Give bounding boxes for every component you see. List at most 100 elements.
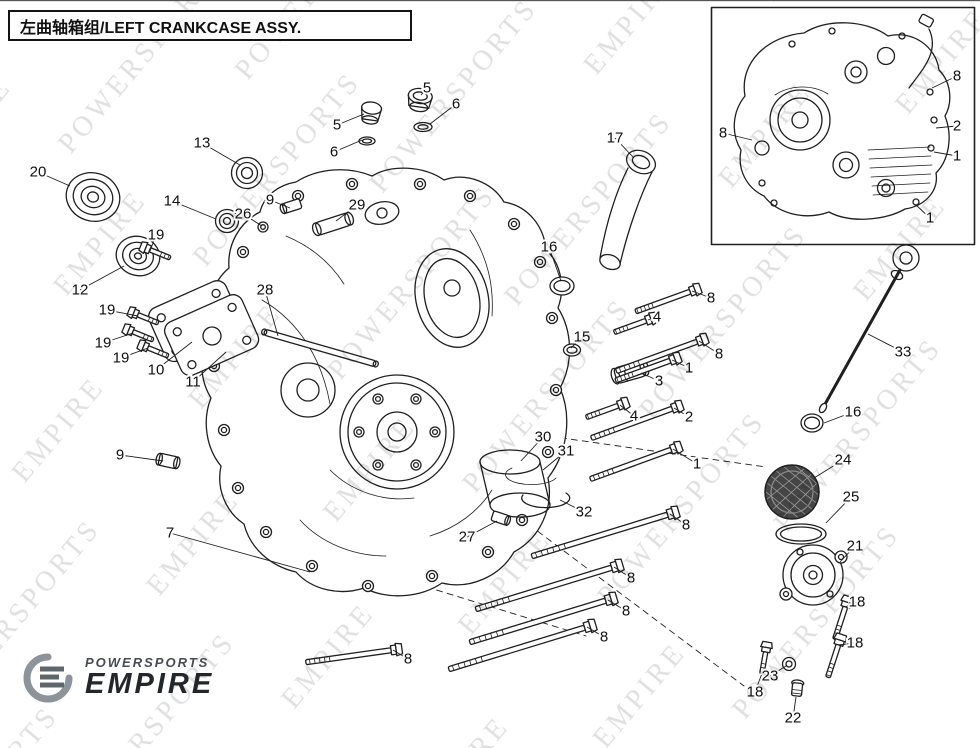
- watermark-text: EMPIRE: [578, 0, 683, 81]
- part-number-callout: 8: [707, 290, 715, 307]
- callout-leader-line: [548, 246, 562, 282]
- callout-leader-line: [935, 125, 958, 129]
- callout-leader-line: [792, 696, 797, 719]
- part-number-callout: 20: [30, 164, 47, 181]
- callout-leader-line: [192, 351, 227, 383]
- part-number-callout: 8: [622, 603, 630, 620]
- part-number-callout: 32: [576, 504, 593, 521]
- bolt-8: [632, 281, 704, 319]
- crank-bore-bolt-holes: [353, 393, 441, 471]
- part-number-callout: 30: [535, 429, 552, 446]
- part-number-callout: 18: [847, 635, 864, 652]
- washer-6-right: [413, 121, 433, 133]
- callout-leader-line: [420, 87, 428, 96]
- callout-leader-line: [647, 316, 658, 321]
- plug-5-right: [407, 87, 433, 113]
- callout-leader-line: [825, 496, 852, 524]
- part-number-callout: 4: [653, 309, 661, 326]
- part-number-callout: 6: [330, 144, 338, 161]
- callout-leader-line: [754, 667, 765, 693]
- part-number-callout: 3: [655, 373, 663, 390]
- part-number-callout: 2: [953, 118, 961, 135]
- callout-leader-line: [813, 459, 844, 479]
- callout-leader-line: [201, 142, 241, 166]
- callout-leader-line: [106, 309, 139, 317]
- drain-plug-22: [790, 679, 805, 697]
- brand-name-bottom: EMPIRE: [85, 668, 215, 701]
- nut-26: [257, 221, 269, 233]
- callout-leader-line: [79, 265, 125, 291]
- callout-leader-line: [37, 171, 71, 187]
- callout-leader-line: [171, 200, 217, 220]
- callout-leader-line: [119, 454, 164, 462]
- part-number-callout: 22: [785, 710, 802, 727]
- part-number-callout: 19: [113, 350, 130, 367]
- part-number-callout: 11: [185, 374, 201, 391]
- watermark-text: EMPIRE: [587, 637, 692, 748]
- callout-leader-line: [169, 532, 311, 573]
- part-number-callout: 8: [404, 651, 412, 668]
- callout-leader-line: [673, 407, 690, 418]
- brand-logo: POWERSPORTS EMPIRE: [20, 650, 214, 704]
- part-number-callout: 15: [574, 329, 591, 346]
- part-number-callout: 25: [843, 489, 860, 506]
- bushing-9-lower: [155, 452, 181, 470]
- part-number-callout: 5: [333, 117, 341, 134]
- callout-leader-line: [837, 642, 856, 646]
- part-number-callout: 6: [452, 96, 460, 113]
- part-number-callout: 24: [835, 452, 852, 469]
- watermark-text: POWERSPORTS: [0, 700, 65, 748]
- callout-leader-line: [931, 75, 958, 89]
- part-number-callout: 26: [235, 206, 252, 223]
- bearing-13: [230, 156, 264, 190]
- filter-screen-24: [764, 464, 820, 520]
- part-number-callout: 16: [541, 239, 558, 256]
- watermark-text: EMPIRE: [411, 711, 516, 748]
- part-number-callout: 33: [895, 344, 912, 361]
- wiring-connector: [908, 13, 935, 89]
- stud-28: [261, 328, 379, 368]
- part-number-callout: 28: [257, 282, 274, 299]
- part-number-callout: 18: [849, 594, 866, 611]
- part-number-callout: 12: [72, 282, 89, 299]
- filter-cap-21: [779, 544, 848, 606]
- bolt-4: [583, 395, 632, 424]
- callout-leader-line: [769, 665, 787, 677]
- part-number-callout: 8: [715, 346, 723, 363]
- callout-leader-line: [839, 545, 856, 563]
- callout-leader-line: [607, 599, 627, 612]
- part-number-callout: 1: [953, 148, 961, 165]
- title-box: 左曲轴箱组/LEFT CRANKCASE ASSY.: [8, 10, 412, 41]
- callout-leader-line: [915, 204, 931, 219]
- part-number-callout: 8: [627, 570, 635, 587]
- part-number-callout: 29: [349, 197, 366, 214]
- washer-23: [781, 656, 797, 672]
- callout-leader-line: [264, 289, 279, 337]
- part-number-callout: 14: [164, 193, 181, 210]
- seal-ring-16-right: [800, 413, 824, 433]
- sleeve-29: [311, 211, 355, 237]
- callout-leader-line: [867, 333, 904, 353]
- gasket-11: [163, 294, 260, 377]
- callout-leader-line: [102, 332, 134, 344]
- watermark-text: EMPIRE: [6, 371, 111, 488]
- part-number-callout: 27: [459, 529, 476, 546]
- callout-leader-line: [570, 336, 583, 349]
- dipstick-33: [818, 244, 920, 414]
- callout-leader-line: [722, 132, 753, 141]
- part-number-callout: 9: [266, 192, 274, 209]
- part-number-callout: 4: [630, 408, 638, 425]
- callout-leader-line: [614, 137, 635, 159]
- part-number-callout: 19: [148, 227, 165, 244]
- part-number-callout: 19: [95, 335, 112, 352]
- watermark-text: EMPIRE: [0, 71, 18, 188]
- part-number-callout: 23: [762, 668, 779, 685]
- bearing-20: [65, 172, 121, 222]
- plug-5-left: [360, 101, 383, 125]
- crankcase-body: [201, 167, 571, 597]
- part-number-callout: 17: [607, 130, 624, 147]
- callout-leader-line: [619, 404, 635, 417]
- callout-leader-line: [520, 436, 544, 462]
